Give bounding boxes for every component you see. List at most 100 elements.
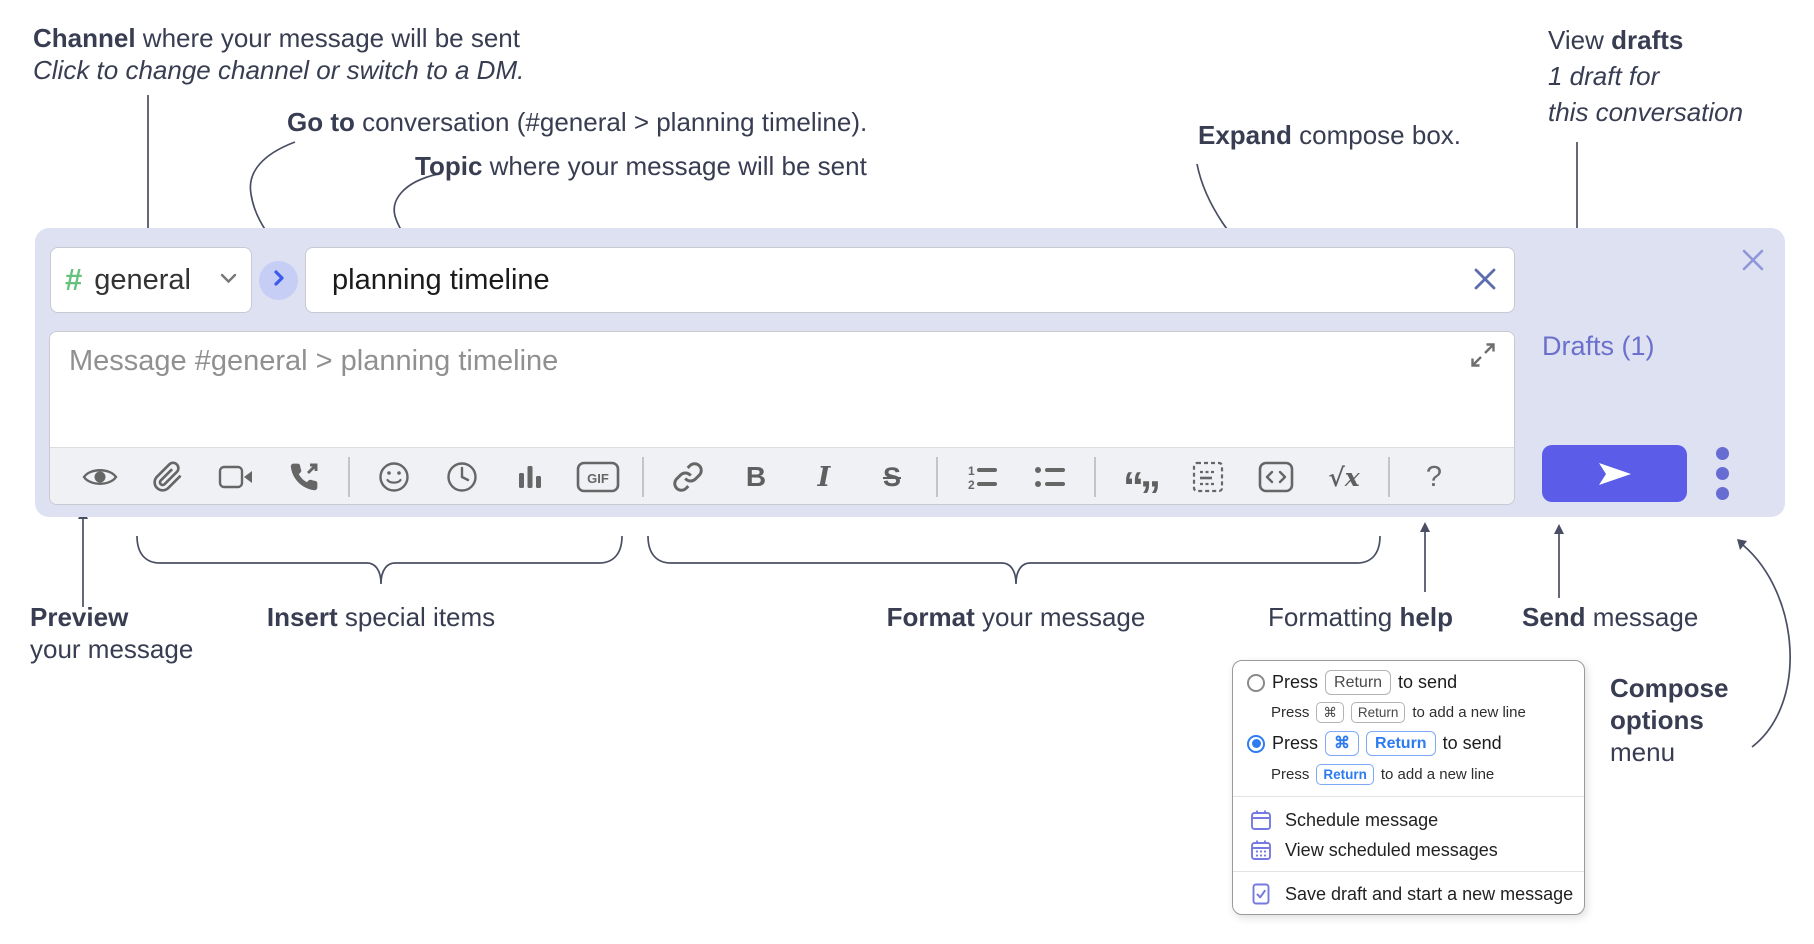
menu-divider <box>1233 796 1584 797</box>
code-icon <box>1258 461 1294 493</box>
attach-file-button[interactable] <box>143 454 193 500</box>
format-note: Format your message <box>886 602 1146 632</box>
bold-button[interactable]: B <box>731 454 781 500</box>
bar-chart-icon <box>519 466 541 488</box>
close-compose-button[interactable] <box>1735 242 1771 278</box>
channel-name: general <box>94 263 191 296</box>
toolbar-divider <box>1094 457 1096 497</box>
compose-options-menu: Press Return to send Press ⌘ Return to a… <box>1232 660 1585 915</box>
return-key: Return <box>1350 702 1406 723</box>
svg-text:1: 1 <box>968 464 975 478</box>
return-key: Return <box>1316 764 1374 785</box>
formatting-help-button[interactable]: ? <box>1409 454 1459 500</box>
send-option-return-hint: Press ⌘ Return to add a new line <box>1271 702 1526 723</box>
strikethrough-button[interactable]: S <box>867 454 917 500</box>
clear-topic-button[interactable] <box>1467 261 1503 297</box>
compose-toolbar: GIF B I S <box>50 447 1514 505</box>
poll-button[interactable] <box>505 454 555 500</box>
kebab-dot <box>1716 467 1729 480</box>
numbered-list-button[interactable]: 1 2 <box>957 454 1007 500</box>
bulleted-list-button[interactable] <box>1025 454 1075 500</box>
channel-hash-icon: # <box>65 262 83 297</box>
kebab-dot <box>1716 487 1729 500</box>
insert-note: Insert special items <box>266 602 496 632</box>
gif-icon: GIF <box>576 461 620 493</box>
message-box: GIF B I S <box>49 331 1515 505</box>
return-key: Return <box>1325 670 1392 695</box>
send-icon <box>1598 462 1631 485</box>
toolbar-divider <box>348 457 350 497</box>
eye-icon <box>82 469 118 485</box>
schedule-message-item[interactable]: Schedule message <box>1249 808 1438 832</box>
emoji-button[interactable] <box>369 454 419 500</box>
bold-icon: B <box>745 461 767 492</box>
go-to-conversation-button[interactable] <box>259 261 298 300</box>
expand-icon <box>1471 343 1495 367</box>
cmd-key: ⌘ <box>1316 702 1344 723</box>
topic-note: Topic where your message will be sent <box>415 151 867 181</box>
spoiler-button[interactable] <box>1183 454 1233 500</box>
calendar-grid-icon <box>1251 840 1271 860</box>
compose-menu-pointer-line <box>1742 544 1791 748</box>
bulleted-list-icon <box>1035 467 1065 487</box>
svg-text:GIF: GIF <box>587 471 609 486</box>
channel-selector[interactable]: # general <box>50 247 252 313</box>
calendar-icon <box>1251 810 1271 830</box>
compose-options-button[interactable] <box>1716 447 1729 500</box>
question-mark-icon: ? <box>1425 460 1443 493</box>
goto-pointer-line <box>249 141 296 242</box>
compose-options-note: Compose options menu <box>1610 673 1729 767</box>
quote-icon: “” <box>1123 463 1161 505</box>
link-icon <box>673 462 703 492</box>
schedule-time-button[interactable] <box>437 454 487 500</box>
math-button[interactable]: √x <box>1319 454 1369 500</box>
send-option-cmd-return-hint: Press Return to add a new line <box>1271 764 1495 785</box>
toolbar-divider <box>1388 457 1390 497</box>
save-draft-item[interactable]: Save draft and start a new message <box>1249 882 1573 906</box>
message-area <box>50 332 1514 447</box>
audio-call-button[interactable] <box>279 454 329 500</box>
view-scheduled-messages-item[interactable]: View scheduled messages <box>1249 838 1498 862</box>
smiley-icon <box>379 462 409 492</box>
send-note: Send message <box>1522 602 1699 632</box>
drafts-link[interactable]: Drafts (1) <box>1542 331 1655 361</box>
drafts-note: View drafts 1 draft for this conversatio… <box>1548 25 1744 127</box>
numbered-list-icon: 1 2 <box>968 464 997 492</box>
toolbar-divider <box>642 457 644 497</box>
format-brace <box>647 535 1381 585</box>
send-button[interactable] <box>1542 445 1687 502</box>
italic-button[interactable]: I <box>799 454 849 500</box>
link-button[interactable] <box>663 454 713 500</box>
message-input[interactable] <box>50 332 1514 447</box>
spoiler-icon <box>1192 461 1224 493</box>
toolbar-divider <box>936 457 938 497</box>
gif-button[interactable]: GIF <box>573 454 623 500</box>
video-call-button[interactable] <box>211 454 261 500</box>
clock-icon <box>447 462 477 492</box>
expand-note: Expand compose box. <box>1198 120 1462 150</box>
italic-icon: I <box>817 461 831 493</box>
send-option-cmd-return[interactable]: Press ⌘ Return to send <box>1247 731 1502 756</box>
topic-input[interactable] <box>305 247 1515 313</box>
preview-note: Preview your message <box>30 602 194 664</box>
radio-unselected-icon[interactable] <box>1247 673 1265 692</box>
expand-compose-button[interactable] <box>1468 340 1500 372</box>
channel-note: Channel where your message will be sent … <box>33 23 525 85</box>
return-key: Return <box>1366 731 1436 756</box>
send-option-return[interactable]: Press Return to send <box>1247 670 1457 695</box>
preview-button[interactable] <box>75 454 125 500</box>
kebab-dot <box>1716 447 1729 460</box>
radio-selected-icon[interactable] <box>1247 734 1265 753</box>
phone-call-icon <box>290 463 318 491</box>
cmd-key: ⌘ <box>1325 731 1360 756</box>
code-button[interactable] <box>1251 454 1301 500</box>
goto-note: Go to conversation (#general > planning … <box>287 107 868 137</box>
quote-button[interactable]: “” <box>1115 454 1165 505</box>
chevron-right-icon <box>269 268 289 293</box>
chevron-down-icon <box>220 271 237 289</box>
paperclip-icon <box>153 461 182 492</box>
close-icon <box>1742 249 1764 271</box>
insert-brace <box>136 535 623 585</box>
video-camera-icon <box>218 465 252 489</box>
